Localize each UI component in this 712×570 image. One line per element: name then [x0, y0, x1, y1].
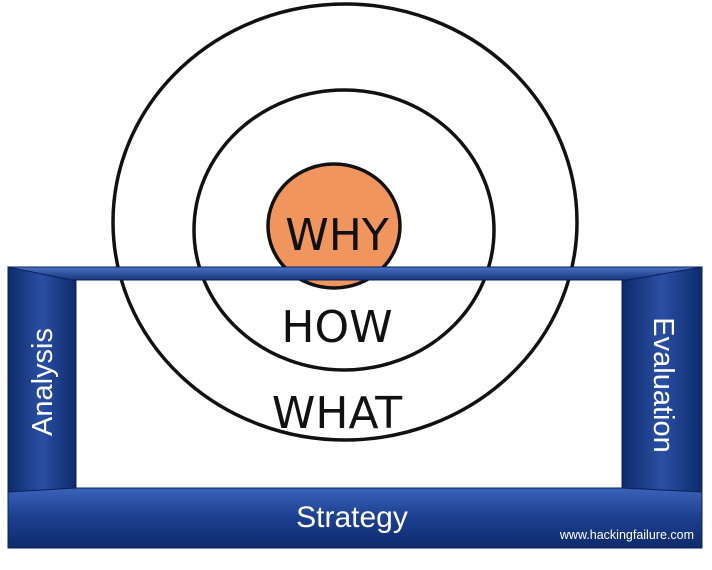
label-analysis: Analysis — [27, 328, 59, 436]
label-how: HOW — [281, 302, 392, 353]
label-why: WHY — [285, 210, 389, 261]
label-what: WHAT — [272, 388, 402, 439]
inner-circle-why — [266, 162, 402, 290]
frame-bottom-bar — [7, 487, 703, 549]
watermark-text: www.hackingfailure.com — [559, 528, 694, 542]
frame-top-rail — [7, 266, 703, 281]
label-strategy: Strategy — [296, 501, 408, 534]
label-evaluation: Evaluation — [647, 317, 679, 452]
